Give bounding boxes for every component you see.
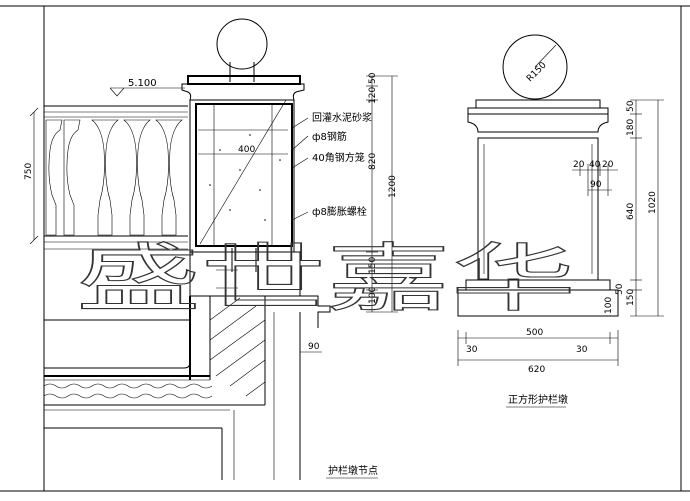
dim-30-right: 30 <box>576 345 588 355</box>
balustrade <box>44 105 188 250</box>
callouts: 回灌水泥砂浆 ф8钢筋 40角钢方笼 ф8膨胀螺栓 <box>291 111 372 221</box>
dim-150-left: 150 <box>368 257 378 274</box>
sheet-frame <box>0 5 690 492</box>
note-angle-steel: 40角钢方笼 <box>312 151 365 164</box>
dim-20b: 20 <box>602 160 614 170</box>
ball-radius-label: R150 <box>525 60 549 84</box>
dim-30-left: 30 <box>466 345 478 355</box>
dim-100-right: 100 <box>604 297 614 314</box>
right-caption: 正方形护栏墩 <box>508 393 568 406</box>
baluster <box>123 119 151 236</box>
watermark: 盛世嘉华 <box>76 236 576 322</box>
baluster <box>91 119 119 236</box>
dim-90-right: 90 <box>590 180 602 190</box>
dim-120: 120 <box>368 87 378 104</box>
note-anchor-bolt: ф8膨胀螺栓 <box>312 205 367 218</box>
note-grout: 回灌水泥砂浆 <box>312 111 372 124</box>
pool-section <box>43 319 265 480</box>
concrete-wall-hatch <box>209 297 266 397</box>
dim-1020: 1020 <box>648 191 658 214</box>
baluster <box>155 119 183 236</box>
pier-ball <box>216 18 268 82</box>
dim-50-right: 50 <box>626 100 636 112</box>
pier-cap <box>181 75 305 101</box>
dim-90-left: 90 <box>308 342 320 352</box>
dim-20a: 20 <box>573 160 585 170</box>
pier-body: 400 <box>189 99 295 253</box>
baluster <box>45 119 81 236</box>
dim-620: 620 <box>528 365 545 375</box>
square-pier-cap <box>467 99 609 139</box>
dim-50-base: 50 <box>615 283 625 295</box>
elevation-marker: 5.100 <box>109 78 185 97</box>
square-pier-horizontal-dims: 30 500 30 620 <box>457 328 619 375</box>
plinth <box>189 251 331 480</box>
square-pier-base <box>457 279 619 317</box>
baluster-height-dim: 750 <box>24 107 39 245</box>
elevation-label: 5.100 <box>128 78 157 89</box>
dim-640: 640 <box>626 203 636 220</box>
dim-400: 400 <box>238 145 255 155</box>
dim-820: 820 <box>368 153 378 170</box>
square-pier-ball: R150 <box>502 34 568 100</box>
dim-50-left: 50 <box>368 72 378 84</box>
pier-vertical-dims: 50 120 820 1200 150 100 <box>366 72 398 313</box>
dim-40: 40 <box>589 160 601 170</box>
note-rebar: ф8钢筋 <box>312 130 347 143</box>
groove-dims: 20 40 20 90 <box>572 160 618 196</box>
dim-100-left: 100 <box>368 287 378 304</box>
left-caption: 护栏墩节点 <box>328 464 378 477</box>
dim-500: 500 <box>526 328 543 338</box>
dim-150-right: 150 <box>626 289 636 306</box>
square-pier-vertical-dims: 50 180 640 1020 100 50 150 <box>604 99 664 317</box>
dim-750: 750 <box>24 163 34 180</box>
ledge-dim: 90 <box>299 342 322 358</box>
dim-1200: 1200 <box>388 175 398 198</box>
dim-180: 180 <box>626 119 636 136</box>
